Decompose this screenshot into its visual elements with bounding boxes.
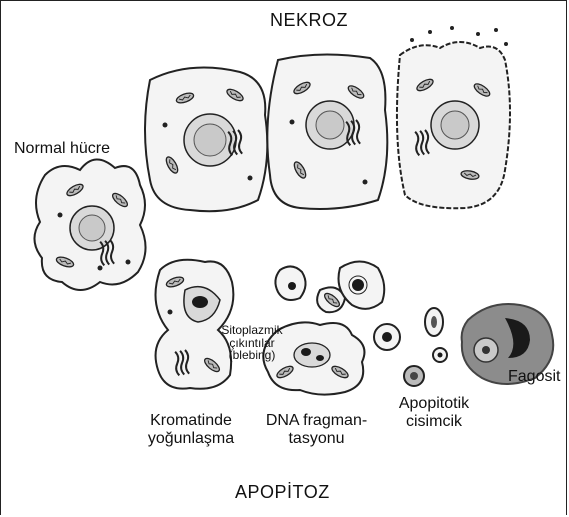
phagocyte-label: Fagosit	[508, 368, 560, 386]
necrosis-cell-3	[397, 26, 510, 208]
blebbing-label: Sitoplazmik çıkıntılar (blebing)	[208, 324, 296, 362]
apoptotic-body-label: Apopitotik cisimcik	[384, 395, 484, 432]
dna-fragmentation-label: DNA fragman- tasyonu	[254, 412, 379, 449]
apoptosis-title: APOPİTOZ	[235, 482, 330, 503]
necrosis-cell-1	[145, 68, 267, 212]
chromatin-condensation-label: Kromatinde yoğunlaşma	[136, 412, 246, 449]
necrosis-cell-2	[267, 54, 387, 209]
normal-cell-label: Normal hücre	[14, 140, 110, 158]
apoptotic-bodies-right	[374, 308, 447, 386]
normal-cell	[34, 159, 145, 290]
apoptotic-bodies-upper	[275, 262, 384, 313]
necrosis-title: NEKROZ	[270, 10, 348, 31]
